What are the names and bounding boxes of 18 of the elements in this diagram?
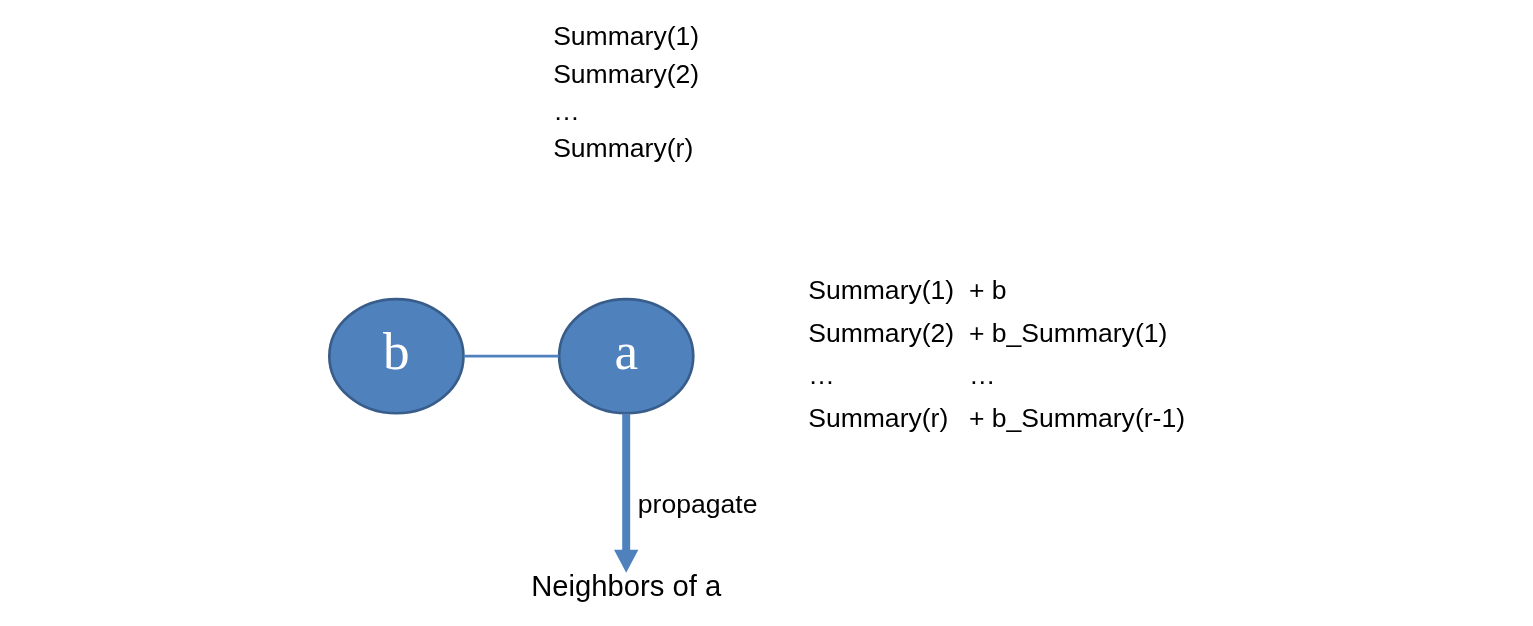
label: … bbox=[968, 360, 995, 391]
node-text: Neighbors of a bbox=[530, 570, 721, 603]
node-ellipse: a bbox=[557, 297, 695, 415]
label: + b bbox=[968, 275, 1007, 306]
label: Summary(1) bbox=[807, 275, 954, 306]
connector bbox=[463, 354, 559, 358]
label: Summary(2) bbox=[552, 58, 699, 89]
arrow bbox=[613, 413, 638, 573]
label: + b_Summary(1) bbox=[968, 317, 1167, 348]
label: … bbox=[807, 360, 835, 391]
label: … bbox=[552, 95, 580, 126]
edge-label: propagate bbox=[637, 488, 757, 519]
node-ellipse: b bbox=[327, 297, 465, 415]
label: Summary(r) bbox=[807, 402, 948, 433]
label: Summary(r) bbox=[552, 132, 693, 163]
label: + b_Summary(r-1) bbox=[968, 402, 1185, 433]
label: Summary(2) bbox=[807, 317, 954, 348]
label: Summary(1) bbox=[552, 21, 699, 52]
